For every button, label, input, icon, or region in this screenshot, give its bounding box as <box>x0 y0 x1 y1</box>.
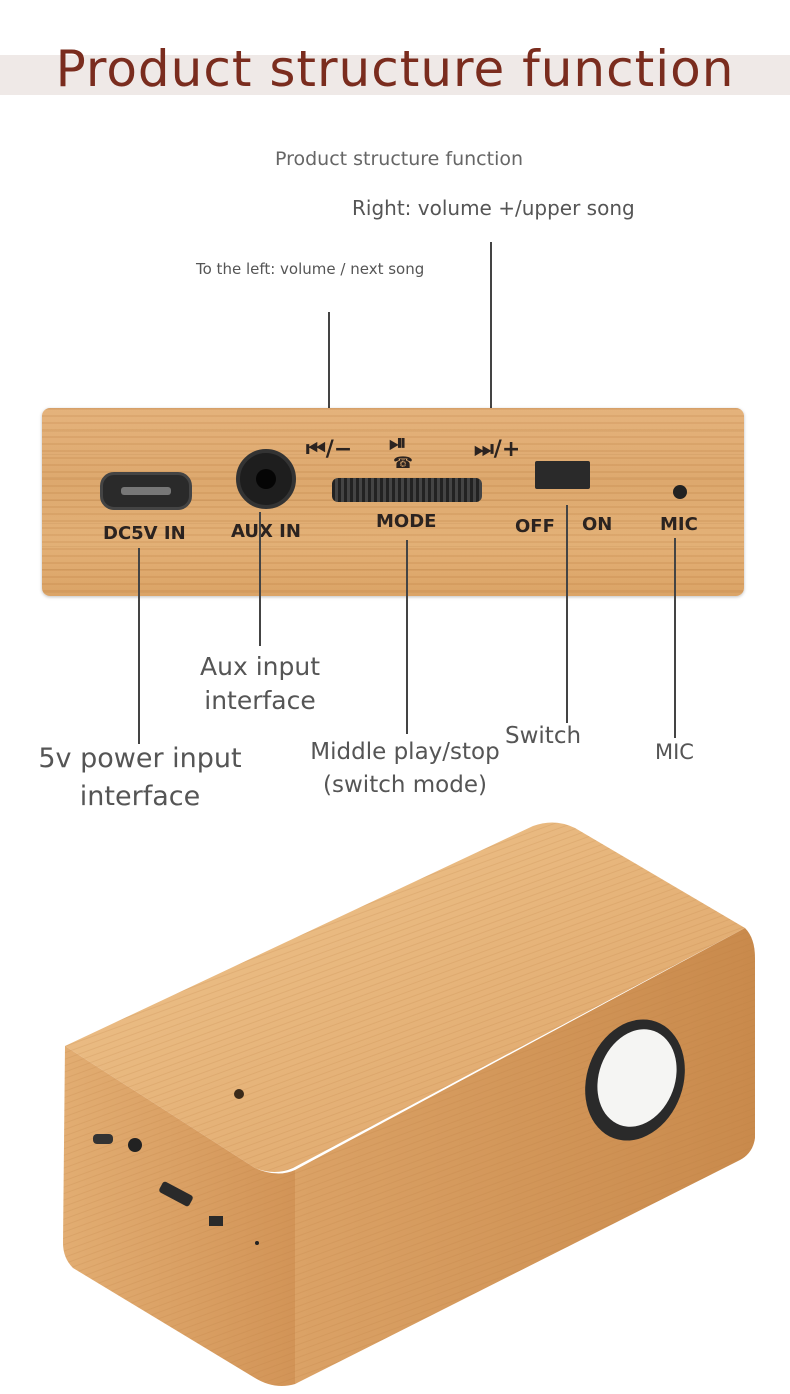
mini-wheel <box>159 1181 193 1207</box>
callout-right-key: Right: volume +/upper song <box>352 196 635 220</box>
mini-aux-port <box>128 1138 142 1152</box>
diagram-subtitle: Product structure function <box>274 148 524 170</box>
callout-switch: Switch <box>505 723 582 749</box>
next-track-icon: ⏭/+ <box>474 437 521 462</box>
phone-icon: ☎ <box>393 453 413 472</box>
mini-mic <box>255 1241 259 1245</box>
leader-left-key <box>328 312 330 430</box>
leader-switch <box>566 505 568 723</box>
panel-label-off: OFF <box>515 516 555 537</box>
mini-usb-port <box>93 1134 113 1144</box>
play-pause-icon: ⏯ <box>389 431 407 456</box>
leader-right-key <box>490 242 492 430</box>
panel-label-on: ON <box>582 514 613 535</box>
mini-switch <box>209 1216 223 1226</box>
speaker-cone <box>597 1029 677 1127</box>
panel-label-aux: AUX IN <box>231 521 301 542</box>
top-mic-hole <box>234 1089 244 1099</box>
leader-power <box>138 548 140 744</box>
title-banner <box>0 55 790 95</box>
panel-label-mode: MODE <box>376 511 437 532</box>
callout-power: 5v power input interface <box>38 743 242 812</box>
page-title: Product structure function <box>55 40 735 98</box>
aux-jack <box>236 449 296 509</box>
leader-aux <box>259 512 261 646</box>
panel-label-mic: MIC <box>660 514 698 535</box>
panel-label-dc: DC5V IN <box>103 523 186 544</box>
callout-middle: Middle play/stop (switch mode) <box>310 739 500 798</box>
previous-track-icon: ⏮/− <box>306 437 353 462</box>
leader-mic <box>674 538 676 738</box>
power-switch <box>535 461 590 489</box>
mode-wheel <box>332 478 482 502</box>
callout-left-key: To the left: volume / next song <box>196 260 425 278</box>
callout-aux: Aux input interface <box>200 652 320 715</box>
leader-middle <box>406 540 408 734</box>
dc-power-port <box>100 472 192 510</box>
mic-hole <box>673 485 687 499</box>
speaker-box-photo <box>63 822 755 1386</box>
callout-mic: MIC <box>655 740 694 764</box>
